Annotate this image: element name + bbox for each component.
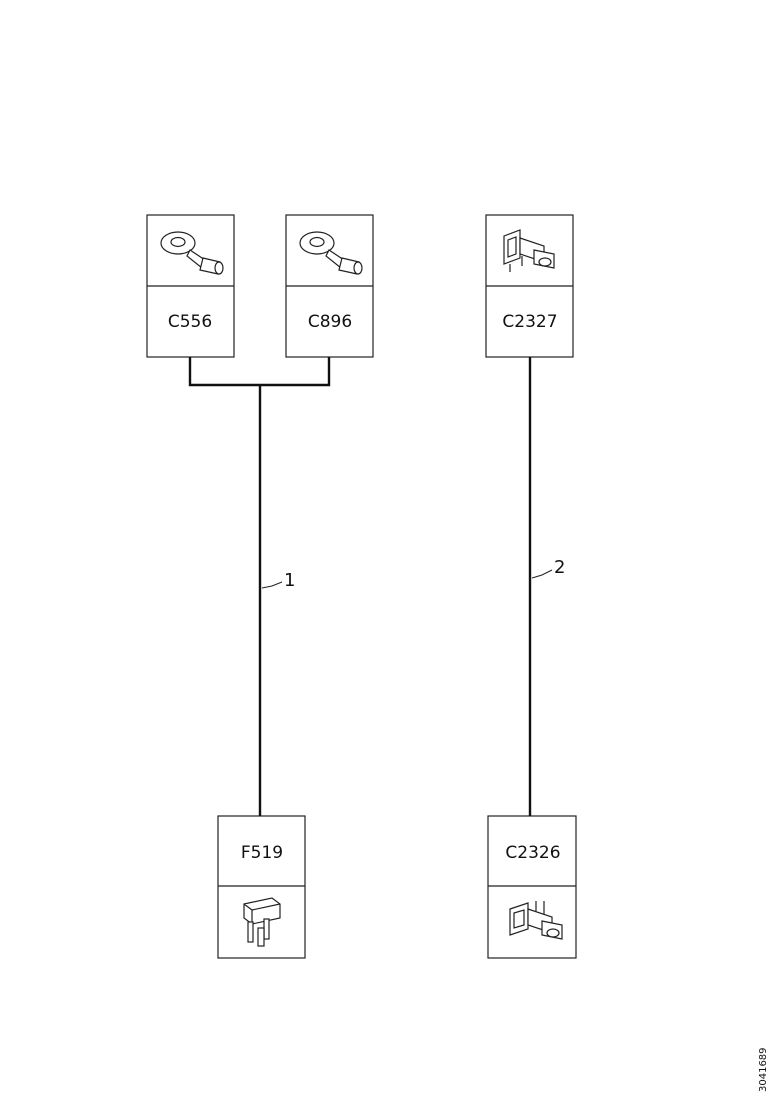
wire-number-label: 2: [554, 557, 565, 578]
connector-label: C896: [308, 312, 352, 332]
connector-label: C556: [168, 312, 212, 332]
connector-plug-icon: [509, 901, 563, 940]
connector-c2327: C2327: [485, 214, 574, 358]
wire-2: 2: [528, 357, 565, 816]
wire-number-label: 1: [284, 570, 295, 591]
fuse-label: F519: [241, 843, 283, 863]
drawing-reference: 3041689: [758, 1047, 769, 1092]
connector-label: C2326: [505, 843, 560, 863]
connector-c896: C896: [285, 214, 374, 358]
connector-c2326: C2326: [487, 815, 577, 959]
ring-terminal-icon: [299, 231, 363, 275]
wire-1: 1: [188, 357, 331, 816]
connector-c556: C556: [146, 214, 235, 358]
fuse-f519: F519: [217, 815, 306, 959]
connector-plug-icon: [503, 229, 555, 272]
blade-fuse-icon: [243, 897, 281, 947]
ring-terminal-icon: [160, 231, 224, 275]
connector-label: C2327: [502, 312, 557, 332]
